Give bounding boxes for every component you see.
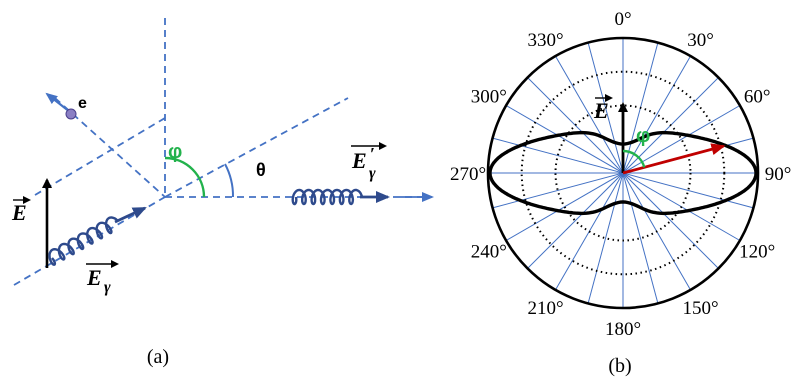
polar-angle-label: 270° [450,164,486,185]
scattered-photon-label: E [351,148,367,173]
scattered-photon-wave [291,188,364,206]
polar-e-field-label: E [593,98,609,123]
scattered-direction-line [164,97,349,198]
electron-label: e [78,95,87,112]
e-field-label: E [11,200,27,225]
panel-a-scattering-geometry: e φ θ E E γ E ′ γ (a) [11,18,434,368]
incident-photon-label-group: E γ [86,260,119,296]
incident-photon-label: E [86,265,102,290]
theta-angle-arc [224,163,235,198]
polar-phi-angle-arc [622,149,646,168]
polar-dotted-ring [520,70,726,276]
polar-angle-label: 150° [682,298,718,319]
phi-label: φ [168,141,182,163]
polar-angle-label: 0° [614,9,631,30]
scattered-photon-subscript: γ [369,165,376,182]
panel-b-polar-plot: 0° 30° 60° 90° 120° 150° 180° 210° 240° 270° 300° 3… [450,9,791,377]
incident-photon-wave [48,216,119,266]
incident-photon-arrow [114,206,147,224]
polar-angle-label: 30° [687,30,714,51]
scattered-photon-label-group: E ′ γ [351,142,387,182]
polar-e-field-label-group: E [593,94,613,123]
polar-angle-label: 180° [605,319,641,340]
polar-dotted-rings [520,70,726,276]
angular-distribution-curve [488,130,758,216]
polar-angle-label: 240° [471,242,507,263]
incident-photon-subscript: γ [104,279,111,296]
polar-angle-label: 210° [527,298,563,319]
scattered-photon-prime: ′ [370,144,375,164]
phi-angle-arc [164,156,206,198]
polar-angle-labels: 0° 30° 60° 90° 120° 150° 180° 210° 240° 270° 300° 3… [450,9,791,340]
e-field-label-group: E [11,196,31,225]
electron-dot [65,108,77,120]
polar-outer-circle [486,36,760,310]
polar-phi-label: φ [636,125,650,147]
panel-b-caption: (b) [608,355,631,377]
polar-dotted-ring [554,104,692,242]
polar-scattered-vector-arrow [622,143,726,175]
theta-label: θ [256,160,266,180]
polar-angle-label: 330° [527,30,563,51]
panel-a-caption: (a) [147,346,169,368]
polar-angle-label: 120° [739,242,775,263]
polar-angle-label: 300° [471,87,507,108]
polar-angle-label: 60° [744,87,771,108]
electron-trail [45,92,71,113]
polar-angle-label: 90° [765,164,792,185]
upper-left-plane-line [34,117,166,196]
